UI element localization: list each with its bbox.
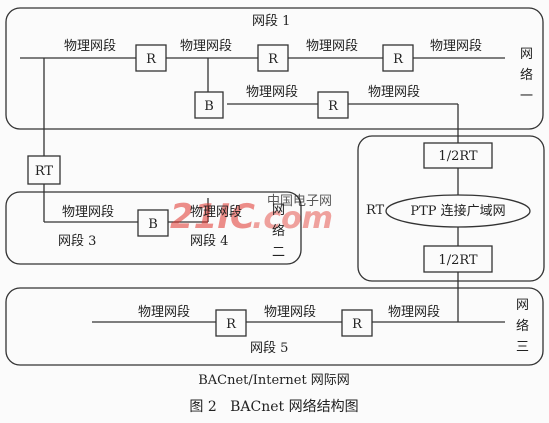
half-rt-top[interactable] — [423, 142, 493, 169]
ptp-rt-label: RT — [366, 203, 385, 218]
half-rt-bottom[interactable] — [423, 245, 493, 273]
rt-router-left[interactable] — [27, 155, 61, 185]
router-label: R — [328, 99, 339, 114]
router-label: R — [393, 52, 404, 67]
physical-segment-label: 物理网段 — [190, 205, 242, 220]
network-1-char-3: 一 — [520, 89, 533, 104]
physical-segment-label: 物理网段 — [388, 305, 440, 320]
segment-3-label: 网段 3 — [58, 234, 96, 249]
half-rt-bottom-label: 1/2RT — [438, 253, 477, 268]
network-1-char-2: 络 — [520, 67, 533, 83]
ptp-wan-label: PTP 连接广域网 — [410, 203, 505, 219]
physical-segment-label: 物理网段 — [368, 85, 420, 100]
router-2[interactable] — [257, 44, 289, 72]
physical-segment-label: 物理网段 — [64, 39, 116, 54]
bridge-1[interactable] — [194, 91, 224, 119]
bridge-label: B — [148, 217, 158, 232]
bridge-2[interactable] — [137, 209, 169, 237]
router-label: R — [268, 52, 279, 67]
watermark-brand: 21IC — [170, 197, 255, 237]
network-2-char-1: 网 — [272, 203, 285, 218]
ptp-wan-container — [357, 135, 545, 282]
network-3-char-3: 三 — [516, 340, 529, 355]
network-2-container — [5, 191, 302, 265]
physical-segment-label: 物理网段 — [246, 85, 298, 100]
segment-4-label: 网段 4 — [190, 234, 228, 249]
router-3[interactable] — [382, 44, 414, 72]
watermark-site: .com — [252, 201, 333, 236]
half-rt-top-label: 1/2RT — [438, 149, 477, 164]
figure-caption: 图 2 BACnet 网络结构图 — [189, 399, 358, 415]
router-label: R — [226, 317, 237, 332]
diagram-subtitle: BACnet/Internet 网际网 — [198, 373, 350, 388]
watermark-cn: 中国电子网 — [267, 194, 332, 209]
ptp-wan-ellipse[interactable] — [385, 194, 531, 228]
network-2-char-3: 二 — [272, 245, 285, 260]
rt-label: RT — [35, 164, 54, 179]
bridge-label: B — [204, 99, 214, 114]
segment-5-label: 网段 5 — [250, 341, 288, 356]
router-label: R — [352, 317, 363, 332]
physical-segment-label: 物理网段 — [180, 39, 232, 54]
network-3-char-2: 络 — [516, 318, 529, 334]
watermark-logo: 21IC .com 中国电子网 — [170, 194, 333, 237]
router-4[interactable] — [317, 91, 349, 119]
router-6[interactable] — [341, 309, 373, 337]
segment-1-label: 网段 1 — [252, 14, 290, 29]
physical-segment-label: 物理网段 — [430, 39, 482, 54]
physical-segment-label: 物理网段 — [264, 305, 316, 320]
network-1-char-1: 网 — [520, 47, 533, 62]
physical-segment-label: 物理网段 — [62, 205, 114, 220]
router-5[interactable] — [215, 309, 247, 337]
physical-segment-label: 物理网段 — [138, 305, 190, 320]
network-2-char-2: 络 — [272, 223, 285, 239]
network-3-container — [5, 287, 544, 366]
router-1[interactable] — [135, 44, 167, 72]
network-1-container — [5, 7, 544, 130]
physical-segment-label: 物理网段 — [306, 39, 358, 54]
router-label: R — [146, 52, 157, 67]
network-3-char-1: 网 — [516, 298, 529, 313]
